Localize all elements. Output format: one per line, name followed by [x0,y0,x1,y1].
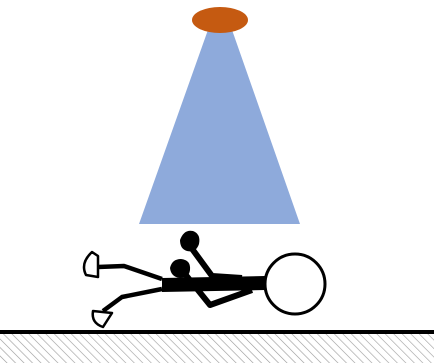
figure-upper-leg [98,266,162,279]
figure-upper-foot [84,252,98,277]
figure-lower-foot [93,311,112,327]
figure-lower-leg [103,289,162,311]
figure-upper-fist [180,231,199,252]
light-beam [139,27,300,224]
hatched-ground [0,333,434,363]
lying-stick-figure [84,231,325,327]
ceiling-lamp-icon [192,7,248,33]
figure-upper-arm [190,246,242,278]
figure-head [265,254,325,314]
